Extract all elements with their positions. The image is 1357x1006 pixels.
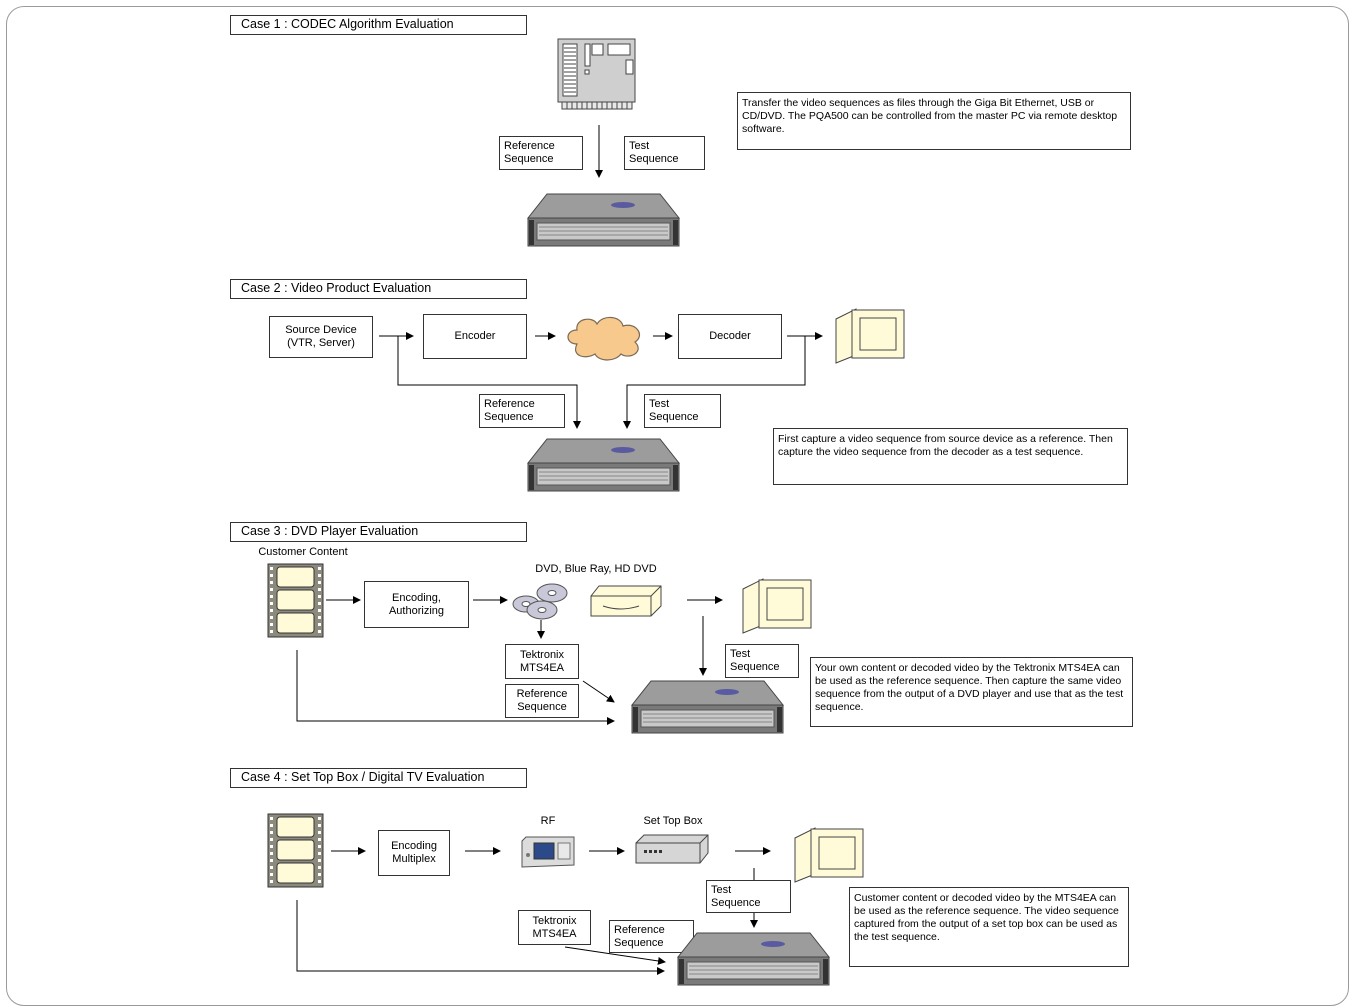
case4-mts4ea-box: Tektronix MTS4EA [518,910,591,945]
case3-dvd-caption: DVD, Blue Ray, HD DVD [535,563,657,575]
case4-ref-path [296,900,665,975]
case2-decoder-box: Decoder [678,314,782,359]
case2-test-path [623,336,806,429]
case1-title: Case 1 : CODEC Algorithm Evaluation [230,15,527,35]
case2-ref-path [397,336,581,429]
case2-encoder-box: Encoder [423,314,527,359]
case3-note: Your own content or decoded video by the… [810,657,1133,727]
case3-mts4ea-box: Tektronix MTS4EA [505,644,579,679]
pqa500-analyzer-icon [631,680,784,734]
case3-encoding-box: Encoding, Authorizing [364,581,469,628]
case1-note: Transfer the video sequences as files th… [737,92,1131,150]
computer-tower-icon [557,38,636,110]
case2-title: Case 2 : Video Product Evaluation [230,279,527,299]
case4-encoding-box: Encoding Multiplex [378,830,450,876]
pqa500-analyzer-icon [527,193,680,247]
film-strip-icon [267,813,324,888]
monitor-icon [742,578,812,634]
film-strip-icon [267,563,324,638]
monitor-icon [835,308,905,364]
rf-generator-icon [521,836,575,868]
monitor-icon [794,827,864,883]
case3-ref-path [296,650,615,725]
case1-reference-label: Reference Sequence [499,136,583,170]
case1-test-label: Test Sequence [624,136,705,170]
dvd-player-icon [590,585,662,617]
case4-title: Case 4 : Set Top Box / Digital TV Evalua… [230,768,527,788]
case4-test-label: Test Sequence [706,880,791,913]
pqa500-analyzer-icon [527,438,680,492]
case4-rf-caption: RF [540,815,556,827]
case3-reference-label: Reference Sequence [505,684,579,718]
pqa500-analyzer-icon [677,932,830,986]
case2-source-device-box: Source Device (VTR, Server) [269,316,373,358]
case4-reference-label: Reference Sequence [609,920,694,953]
case4-mts-to-pqa [564,946,666,965]
case4-stb-caption: Set Top Box [643,815,703,827]
set-top-box-icon [635,834,709,864]
case2-test-label: Test Sequence [644,394,721,428]
optical-discs-icon [512,583,568,620]
case2-reference-label: Reference Sequence [479,394,565,428]
case3-test-label: Test Sequence [725,644,799,678]
case3-mts-to-pqa [582,680,615,703]
case3-customer-content-caption: Customer Content [258,546,348,558]
case4-note: Customer content or decoded video by the… [849,887,1129,967]
network-cloud-icon [567,316,640,361]
case3-title: Case 3 : DVD Player Evaluation [230,522,527,542]
case2-note: First capture a video sequence from sour… [773,428,1128,485]
